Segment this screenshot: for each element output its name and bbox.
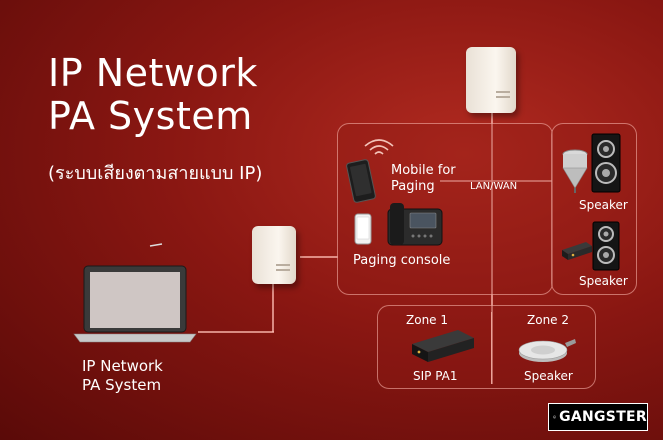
zone2-title: Zone 2: [527, 313, 569, 327]
zone-divider: [491, 312, 492, 384]
horn-speaker-icon: [562, 149, 588, 193]
connector-backbone: [491, 128, 493, 384]
speaker1-label: Speaker: [579, 198, 628, 212]
diagram-subtitle: (ระบบเสียงตามสายแบบ IP): [48, 163, 263, 184]
top-server-icon: [466, 47, 516, 113]
middle-server-icon: [252, 226, 296, 284]
paging-panel: [337, 123, 553, 295]
connector-server-to-panel: [300, 256, 338, 258]
laptop-label: IP Network PA System: [82, 357, 163, 395]
wifi-icon: [364, 139, 394, 155]
connector-server-down: [272, 284, 274, 332]
brand-logo-mark-icon: [553, 415, 556, 419]
sip-pa-device-icon: [412, 330, 474, 362]
zone2-device-label: Speaker: [524, 369, 573, 383]
speaker2-label: Speaker: [579, 274, 628, 288]
connector-top-server: [491, 112, 493, 128]
connector-laptop: [198, 331, 274, 333]
ceiling-speaker-icon: [518, 339, 576, 362]
laptop-icon: [73, 243, 197, 343]
laptop-label-line-2: PA System: [82, 376, 162, 394]
speaker-cabinet-icon-1: [591, 133, 621, 193]
small-phone-icon: [354, 213, 372, 245]
zone1-title: Zone 1: [406, 313, 448, 327]
paging-console-icon: [387, 203, 443, 246]
zone1-device-label: SIP PA1: [413, 369, 458, 383]
connector-lan-to-speakers: [440, 180, 552, 182]
laptop-label-line-1: IP Network: [82, 357, 163, 375]
console-label: Paging console: [353, 253, 451, 268]
mobile-label: Mobile for Paging: [391, 163, 456, 194]
brand-logo: GANGSTER: [548, 403, 648, 431]
brand-logo-text: GANGSTER: [559, 409, 647, 425]
speaker-cabinet-icon-2: [592, 221, 620, 271]
diagram-title: IP Network PA System: [48, 52, 258, 138]
title-line-1: IP Network: [48, 51, 258, 95]
network-label: LAN/WAN: [470, 181, 518, 192]
amplifier-icon: [562, 242, 592, 260]
mobile-phone-icon: [346, 159, 376, 203]
title-line-2: PA System: [48, 94, 253, 138]
